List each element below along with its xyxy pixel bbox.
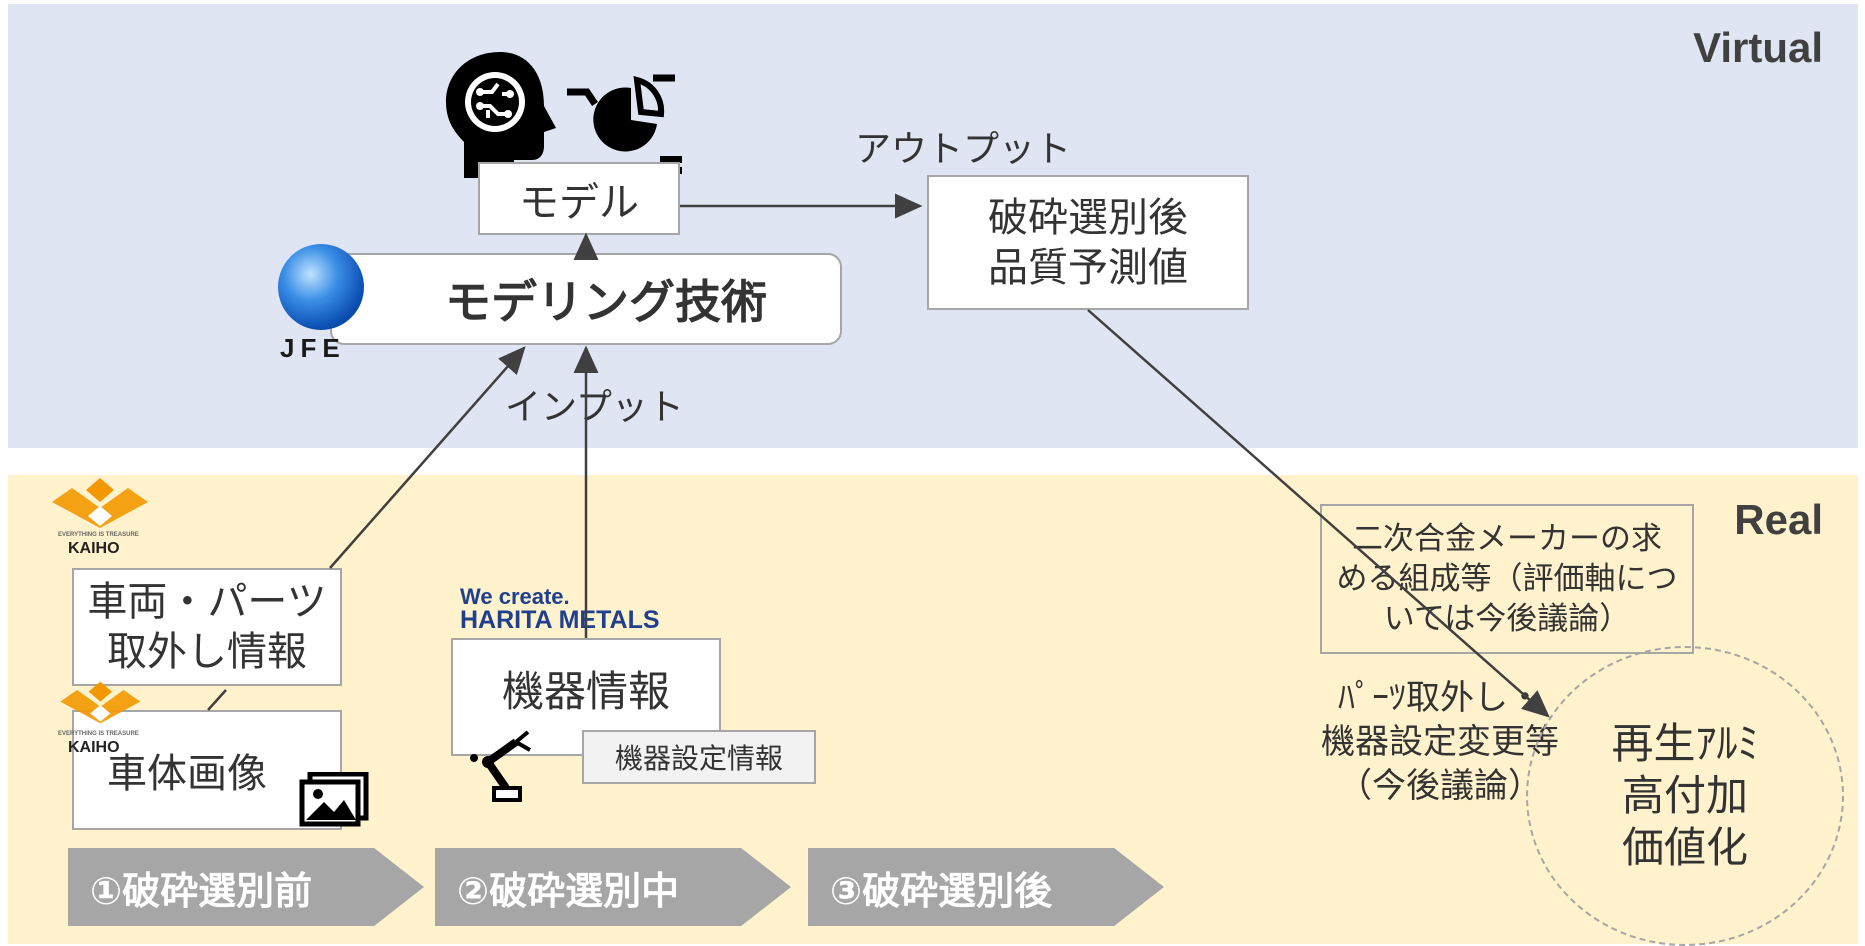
jfe-logo-sphere — [278, 244, 364, 330]
step-2-label: ②破砕選別中 — [457, 868, 680, 913]
body-image-label: 車体画像 — [107, 751, 267, 797]
requirements-line-3: いては今後議論） — [1383, 601, 1631, 637]
kaiho-logo-mark-2 — [60, 681, 141, 724]
vehicle-line-2: 取外し情報 — [107, 629, 307, 675]
step-3-arrow: ③破砕選別後 — [808, 848, 1164, 926]
harita-logo-line-2: HARITA METALS — [460, 606, 660, 634]
vehicle-line-1: 車両・パーツ — [87, 579, 327, 625]
step-1-label: ①破砕選別前 — [90, 868, 313, 913]
virtual-label: Virtual — [1693, 24, 1823, 71]
feedback-line-1: ﾊﾟｰﾂ取外し・ — [1338, 678, 1542, 718]
real-label: Real — [1734, 496, 1823, 543]
ai-head-icon — [446, 52, 556, 178]
step-2-arrow: ②破砕選別中 — [435, 848, 791, 926]
goal-line-2: 高付加 — [1621, 771, 1748, 820]
model-box: モデル — [478, 162, 680, 235]
kaiho-tagline-1: EVERYTHING IS TREASURE — [58, 532, 139, 538]
kaiho-logo-text-2: KAIHO — [68, 739, 120, 756]
kaiho-logo-text-1: KAIHO — [68, 540, 120, 557]
goal-line-3: 価値化 — [1621, 823, 1748, 872]
step-1-arrow: ①破砕選別前 — [68, 848, 424, 926]
machine-info-label: 機器情報 — [501, 666, 670, 716]
goal-circle: 再生ｱﾙﾐ 高付加 価値化 — [1526, 646, 1844, 946]
step-3-label: ③破砕選別後 — [830, 868, 1053, 913]
feedback-line-2: 機器設定変更等 — [1321, 722, 1559, 762]
body-image-box: 車体画像 — [72, 710, 342, 830]
machine-setting-label: 機器設定情報 — [614, 742, 783, 775]
robot-arm-icon — [470, 730, 531, 802]
harita-logo-line-1: We create. — [460, 584, 570, 609]
image-gallery-icon — [299, 772, 369, 827]
input-label: インプット — [505, 387, 684, 428]
modeling-tech-box: モデリング技術 — [330, 253, 842, 345]
output-label: アウトプット — [855, 129, 1072, 170]
machine-setting-box: 機器設定情報 — [582, 730, 816, 784]
model-label: モデル — [519, 179, 639, 226]
requirements-box: 二次合金メーカーの求 める組成等（評価軸につ いては今後議論） — [1320, 504, 1694, 654]
feedback-line-3: （今後議論） — [1338, 766, 1542, 806]
vehicle-parts-box: 車両・パーツ 取外し情報 — [72, 568, 342, 686]
prediction-box: 破砕選別後 品質予測値 — [927, 175, 1249, 310]
prediction-line-2: 品質予測値 — [988, 244, 1188, 291]
prediction-line-1: 破砕選別後 — [988, 194, 1188, 241]
jfe-logo-text: JFE — [280, 333, 346, 363]
modeling-tech-label: モデリング技術 — [445, 275, 767, 329]
kaiho-tagline-2: EVERYTHING IS TREASURE — [58, 731, 139, 737]
goal-line-1: 再生ｱﾙﾐ — [1611, 719, 1759, 768]
requirements-line-1: 二次合金メーカーの求 — [1352, 521, 1662, 557]
analysis-chart-icon — [567, 74, 682, 174]
requirements-line-2: める組成等（評価軸につ — [1336, 561, 1678, 597]
kaiho-logo-mark-1 — [52, 478, 148, 528]
